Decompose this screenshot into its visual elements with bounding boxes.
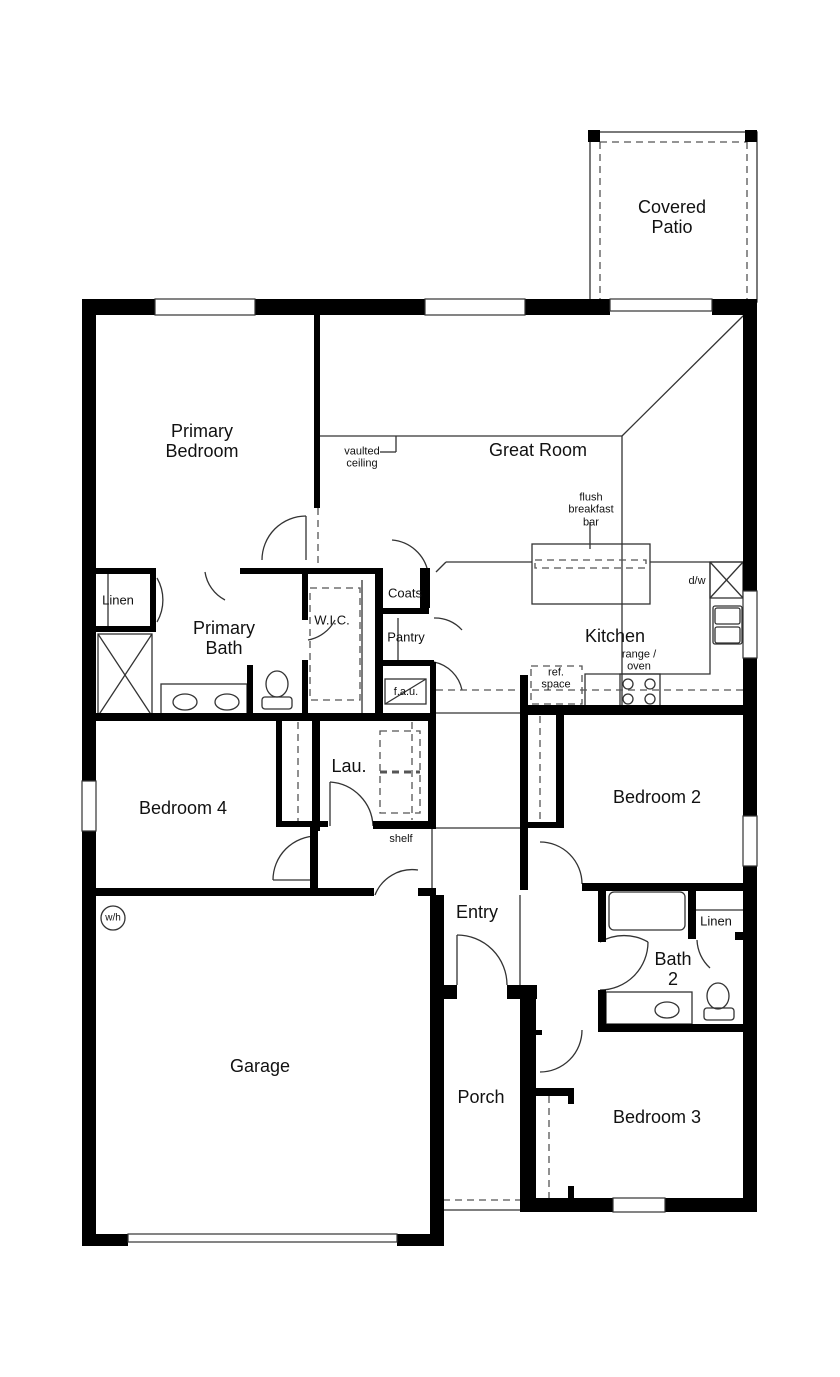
fau-unit — [384, 678, 427, 705]
room-label-great-room: Great Room — [488, 439, 588, 460]
room-label-bedroom2: Bedroom 2 — [612, 786, 702, 807]
annotation-shelf: shelf — [389, 832, 413, 845]
room-label-porch: Porch — [457, 1086, 505, 1107]
bath2-toilet — [706, 982, 730, 1010]
breakfast-bar — [531, 543, 651, 605]
room-label-linen-primary: Linen — [102, 592, 134, 608]
annotation-dishwasher: d/w — [688, 574, 706, 587]
room-label-entry: Entry — [455, 901, 499, 922]
room-label-garage: Garage — [229, 1055, 291, 1076]
room-label-laundry: Lau. — [331, 755, 367, 776]
dashed-lines — [297, 141, 748, 1201]
room-label-bedroom4: Bedroom 4 — [138, 797, 228, 818]
annotation-range-oven: range /oven — [621, 648, 657, 673]
room-label-linen-bath2: Linen — [700, 913, 732, 929]
annotation-water-heater: w/h — [105, 912, 121, 924]
primary-toilet — [265, 670, 289, 698]
room-label-wic: W.I.C. — [314, 612, 350, 628]
room-label-pantry: Pantry — [387, 629, 425, 645]
room-label-kitchen: Kitchen — [584, 625, 646, 646]
annotation-fau: f.a.u. — [393, 685, 419, 698]
thin-lines — [97, 131, 758, 1211]
room-label-bedroom3: Bedroom 3 — [612, 1106, 702, 1127]
bathtub — [608, 891, 686, 931]
water-heater — [100, 905, 126, 931]
annotation-ref-space: ref.space — [541, 666, 571, 691]
room-label-coats: Coats — [388, 585, 422, 601]
walls — [82, 130, 757, 1246]
windows — [81, 298, 758, 1243]
